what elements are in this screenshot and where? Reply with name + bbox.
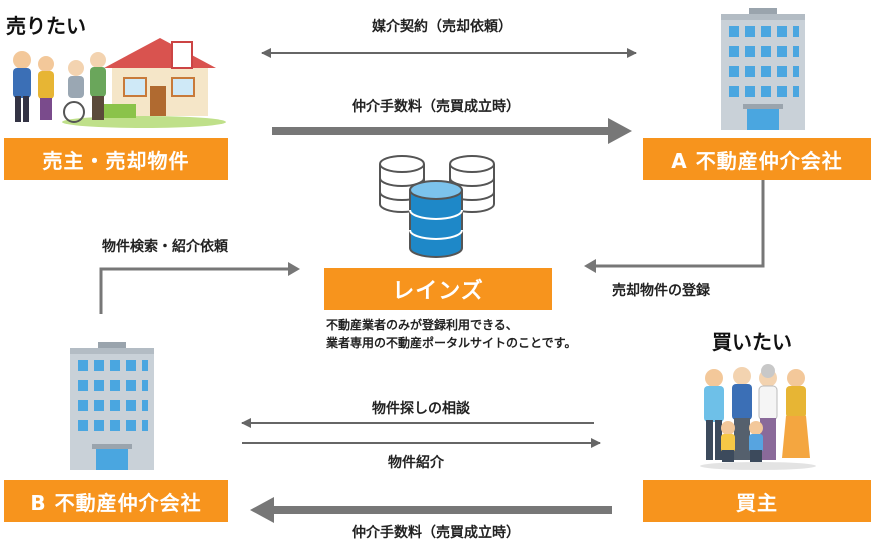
office-building-icon: [721, 8, 805, 130]
reins-box: レインズ: [324, 268, 552, 310]
seller-heading: 売りたい: [6, 14, 86, 38]
fee-top-label: 仲介手数料（売買成立時）: [352, 99, 520, 115]
mediation-contract-label: 媒介契約（売却依頼）: [372, 19, 512, 35]
agency-b-box-label: B 不動産仲介会社: [30, 490, 202, 515]
buyer-box: 買主: [643, 480, 871, 522]
reins-box-label: レインズ: [392, 279, 484, 304]
buyer-heading: 買いたい: [712, 330, 792, 354]
search-request-arrow: [99, 262, 300, 314]
agency-a-box-label: A 不動産仲介会社: [671, 148, 843, 173]
property-registration-arrow: [584, 180, 765, 273]
consultation-label: 物件探しの相談: [372, 401, 470, 417]
seller-box: 売主・売却物件: [4, 138, 228, 180]
reins-description-line2: 業者専用の不動産ポータルサイトのことです。: [326, 336, 577, 350]
office-building-icon: [70, 342, 154, 470]
reins-description: 不動産業者のみが登録利用できる、 業者専用の不動産ポータルサイトのことです。: [326, 316, 576, 352]
reins-description-line1: 不動産業者のみが登録利用できる、: [326, 318, 518, 332]
family-group-illustration: [700, 364, 816, 470]
buyer-box-label: 買主: [736, 490, 778, 515]
family-with-house-illustration: [13, 38, 226, 128]
fee-bottom-arrow: [250, 497, 612, 523]
search-request-label: 物件検索・紹介依頼: [102, 239, 228, 255]
introduction-label: 物件紹介: [388, 455, 444, 471]
fee-top-arrow: [272, 118, 632, 144]
database-stack-icon: [379, 155, 495, 258]
seller-box-label: 売主・売却物件: [42, 148, 190, 173]
agency-a-box: A 不動産仲介会社: [643, 138, 871, 180]
property-registration-label: 売却物件の登録: [612, 283, 710, 299]
fee-bottom-label: 仲介手数料（売買成立時）: [352, 525, 520, 541]
agency-b-box: B 不動産仲介会社: [4, 480, 228, 522]
